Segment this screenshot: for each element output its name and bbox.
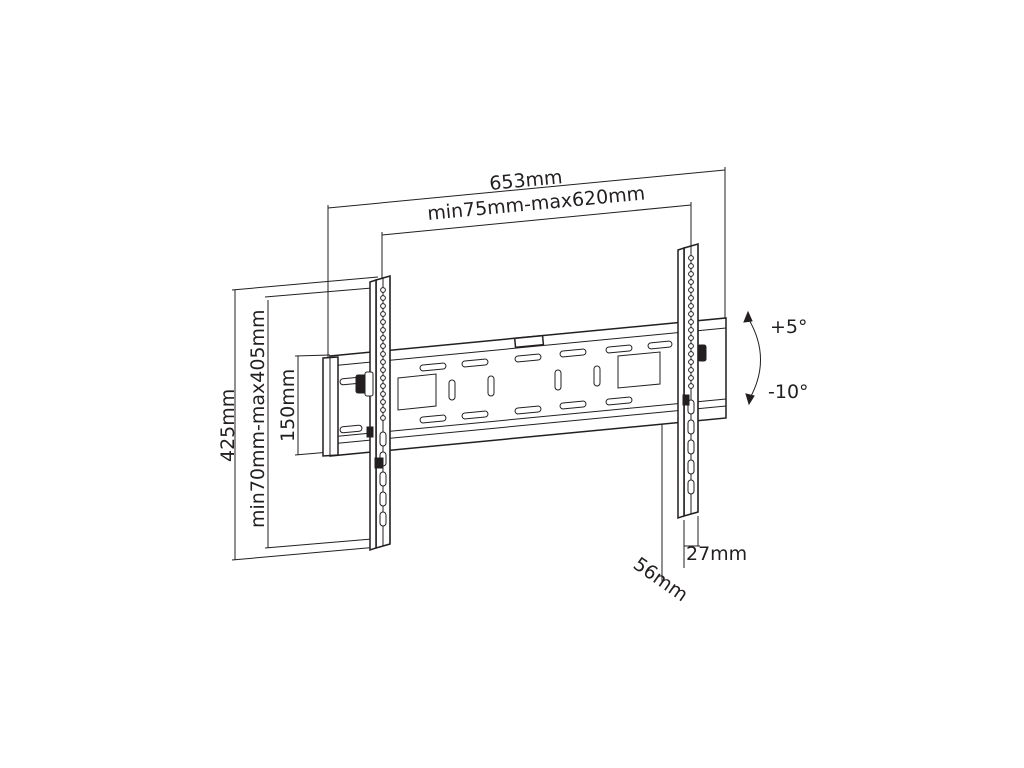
plate-windows [397,351,661,411]
left-locking-knob [355,371,384,469]
left-bracket-holes [380,287,386,421]
right-locking-knob [682,344,707,406]
tilt-down-label: -10° [768,381,809,403]
tilt-up-label: +5° [770,316,808,338]
plate-slots-top [339,340,673,386]
height-dimension-hole-spacing [264,287,373,549]
left-tv-bracket [355,274,391,552]
overall-height-label: 425mm [217,389,239,462]
depth-dimension [661,424,700,582]
width-dimension-hole-spacing [381,202,692,280]
height-dimension-425 [231,276,379,561]
right-bracket-slots [687,399,695,495]
hole-spacing-height-label: min70mm-max405mm [247,309,269,528]
plate-height-label: 150mm [277,369,299,442]
wall-plate [322,317,727,457]
right-tv-bracket [677,242,707,520]
left-bracket-slots [379,431,387,527]
depth-min-label: 27mm [686,543,747,565]
right-bracket-holes [688,255,694,389]
plate-slots-bottom [339,396,633,434]
depth-max-label: 56mm [629,553,692,606]
plate-slots-vertical [448,365,601,401]
tilt-arc-arrow [743,310,761,406]
